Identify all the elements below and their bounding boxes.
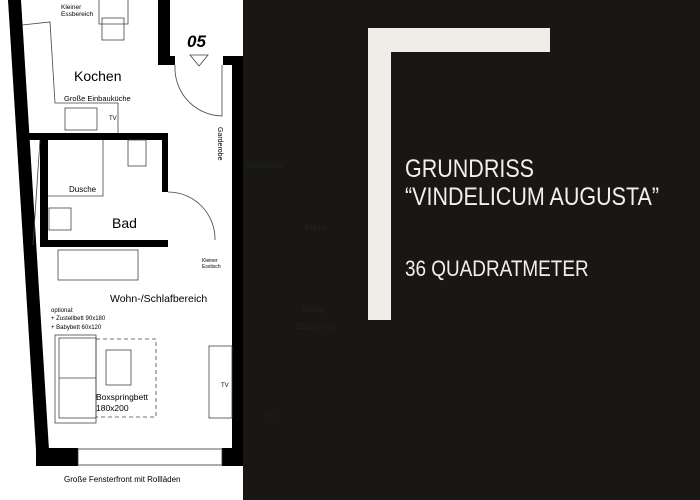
window-label: Große Fensterfront mit Rollläden xyxy=(64,475,181,484)
ghost-label: Essbereich xyxy=(296,322,336,331)
window xyxy=(77,448,223,466)
plan-title: GRUNDRISS “VINDELICUM AUGUSTA” xyxy=(405,155,659,211)
accent-bracket xyxy=(368,28,550,52)
title-line: “VINDELICUM AUGUSTA” xyxy=(405,183,660,211)
furniture xyxy=(21,0,233,424)
bottom-wall-left xyxy=(36,448,78,466)
room-label: Kleiner xyxy=(61,4,82,11)
area-label: 36 QUADRATMETER xyxy=(405,256,589,281)
optional-note: optional: xyxy=(51,308,74,314)
room-label-bath: Bad xyxy=(112,215,137,231)
bed-label: 180x200 xyxy=(96,403,129,413)
room-label-wardrobe: Garderobe xyxy=(216,127,223,161)
room-label: Kleiner xyxy=(202,258,218,264)
tv-label: TV xyxy=(221,383,229,389)
right-wall xyxy=(232,65,243,465)
room-label: Esstisch xyxy=(202,264,221,270)
ghost-label: Garderobe xyxy=(245,161,284,170)
ghost-labels: Garderobe Küche Aufzug Essbereich TV xyxy=(245,161,336,420)
room-label-kitchen: Kochen xyxy=(74,68,121,84)
bed-label: Boxspringbett xyxy=(96,392,149,402)
room-label-living: Wohn-/Schlafbereich xyxy=(110,293,207,305)
optional-note: + Zustellbett 90x180 xyxy=(51,316,106,322)
bath-bottom-wall xyxy=(40,240,168,247)
room-label-shower: Dusche xyxy=(69,185,97,194)
ghost-label: TV xyxy=(265,411,276,420)
bath-right-wall xyxy=(162,133,168,192)
walls xyxy=(8,0,243,466)
ghost-label: Küche xyxy=(305,223,328,232)
accent-bracket xyxy=(368,28,391,320)
room-label: Essbereich xyxy=(61,11,94,18)
bath-top-wall xyxy=(28,133,168,140)
left-wall xyxy=(8,0,49,450)
tv-label: TV xyxy=(109,116,117,122)
room-note: Große Einbauküche xyxy=(64,94,131,103)
ghost-label: Aufzug xyxy=(301,305,326,314)
entry-wall xyxy=(158,0,170,65)
optional-note: + Babybett 60x120 xyxy=(51,325,102,331)
title-line: GRUNDRISS xyxy=(405,155,535,183)
bath-left-wall xyxy=(40,140,48,247)
unit-number: 05 xyxy=(187,32,206,51)
